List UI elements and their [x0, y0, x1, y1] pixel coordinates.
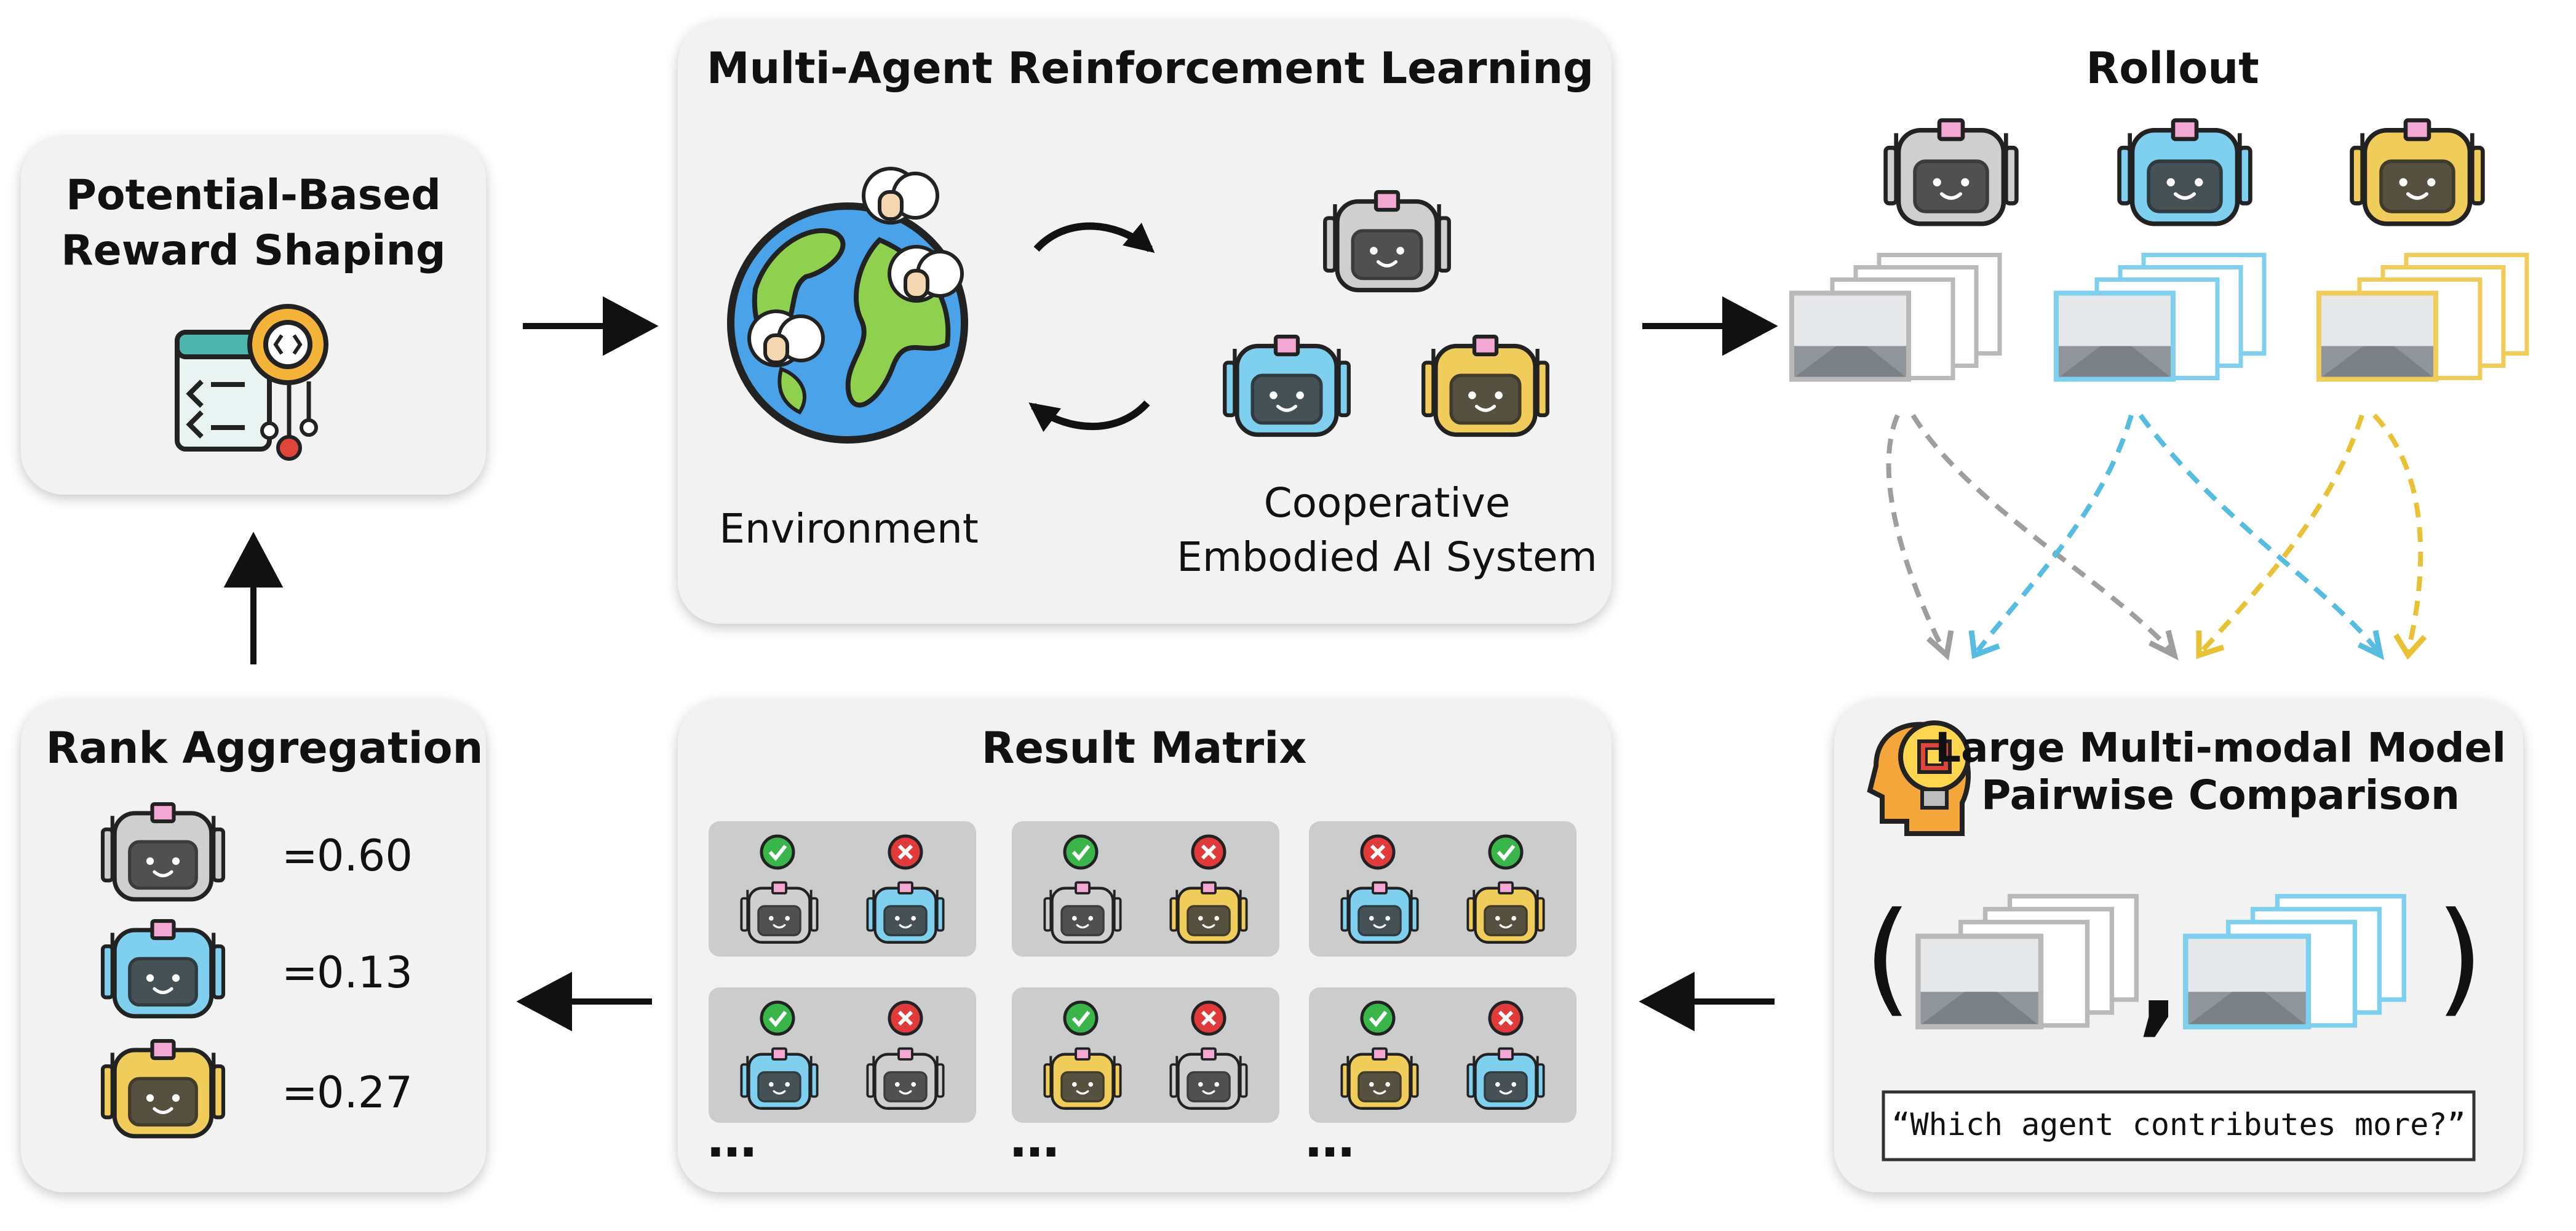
robot-head-icon: [1468, 882, 1543, 942]
flow-arrows: [223, 296, 1778, 1032]
cycle-arrow-bottom: [1028, 400, 1150, 432]
rank-equals: =: [282, 947, 318, 998]
robot-head-icon: [1342, 1048, 1417, 1108]
reward-shaping-panel: [21, 137, 486, 495]
matrix-ellipsis-3: …: [1305, 1111, 1354, 1168]
marl-title: Multi-Agent Reinforcement Learning: [707, 43, 1594, 94]
frame-stack-blue: [2056, 255, 2264, 380]
rank-row: =0.60: [103, 804, 413, 899]
rollout-dashed-arrows: [1886, 413, 2423, 653]
robot-head-icon: [1171, 1048, 1246, 1108]
cross-circle-icon: [1191, 834, 1226, 870]
robot-head-icon: [103, 804, 223, 899]
rank-value: 0.60: [317, 831, 413, 881]
rollout-arrowheads: [1926, 629, 2427, 661]
arrow-matrix-to-rank-head: [516, 971, 572, 1032]
paren-open: (: [1864, 886, 1912, 1029]
code-gear-icon: [175, 304, 328, 461]
cross-circle-icon: [1488, 1000, 1524, 1036]
robot-head-icon: [1171, 882, 1246, 942]
robot-head-icon: [867, 882, 943, 942]
arrow-reward-to-marl-head: [603, 296, 659, 356]
rollout-title: Rollout: [2086, 43, 2259, 94]
reward-shaping-title-line1: Potential-Based: [66, 171, 441, 220]
lmm-title-line2: Pairwise Comparison: [1981, 771, 2460, 819]
robot-head-blue-rollout: [2120, 121, 2251, 224]
robot-head-icon: [103, 921, 223, 1016]
cross-circle-icon: [888, 1000, 923, 1036]
frame-stack-gray: [1792, 255, 2000, 380]
robot-head-icon: [1342, 882, 1417, 942]
lmm-panel: [1834, 700, 2523, 1192]
matrix-cell: [1309, 821, 1576, 957]
check-circle-icon: [1488, 834, 1524, 870]
robot-head-gold-marl: [1423, 337, 1548, 434]
rank-aggregation-panel: [21, 700, 486, 1192]
check-circle-icon: [760, 834, 795, 870]
robot-head-icon: [1044, 1048, 1120, 1108]
prompt-box: [1882, 1090, 2476, 1161]
rank-row: =0.13: [103, 921, 413, 1016]
matrix-cell: [709, 987, 976, 1123]
check-circle-icon: [1063, 834, 1099, 870]
rank-value: 0.27: [317, 1067, 413, 1118]
check-circle-icon: [1360, 1000, 1396, 1036]
check-circle-icon: [1063, 1000, 1099, 1036]
globe-with-sheep-icon: [727, 167, 968, 444]
rank-row: =0.27: [103, 1041, 413, 1136]
robot-head-icon: [1468, 1048, 1543, 1108]
comma: ,: [2137, 919, 2179, 1048]
robot-head-icon: [1044, 882, 1120, 942]
rank-equals: =: [282, 831, 318, 881]
head-with-lightbulb-chip-icon: [1867, 720, 1971, 836]
rank-equals: =: [282, 1067, 318, 1118]
prompt-text: “Which agent contributes more?”: [1891, 1107, 2465, 1142]
robot-head-gray-rollout: [1886, 121, 2017, 224]
rank-value: 0.13: [317, 947, 413, 998]
arrow-rank-to-reward-head: [223, 532, 284, 588]
matrix-cell: [1309, 987, 1576, 1123]
matrix-ellipsis-1: …: [707, 1111, 757, 1168]
robot-head-icon: [867, 1048, 943, 1108]
robot-head-blue-marl: [1225, 337, 1349, 434]
cycle-arrow-top: [1033, 222, 1155, 253]
result-matrix-grid: [709, 821, 1576, 1123]
robot-head-gray-marl: [1325, 192, 1449, 290]
matrix-cell: [1012, 987, 1279, 1123]
rank-aggregation-title: Rank Aggregation: [46, 723, 483, 773]
arrow-lmm-to-matrix-head: [1639, 971, 1695, 1032]
robot-head-icon: [103, 1041, 223, 1136]
check-circle-icon: [760, 1000, 795, 1036]
arrow-marl-to-rollout-head: [1722, 296, 1778, 356]
matrix-cell: [709, 821, 976, 957]
paren-close: ): [2436, 886, 2484, 1029]
lmm-title-line1: Large Multi-modal Model: [1935, 724, 2506, 771]
cross-circle-icon: [888, 834, 923, 870]
system-label-line1: Cooperative: [1264, 479, 1511, 527]
cross-circle-icon: [1360, 834, 1396, 870]
matrix-ellipsis-2: …: [1010, 1111, 1059, 1168]
robot-head-icon: [741, 882, 817, 942]
robot-head-icon: [741, 1048, 817, 1108]
rank-rows: =0.60=0.13=0.27: [103, 804, 413, 1136]
system-label-line2: Embodied AI System: [1177, 533, 1597, 581]
matrix-cell: [1012, 821, 1279, 957]
marl-panel: [678, 21, 1612, 624]
result-matrix-title: Result Matrix: [982, 723, 1307, 773]
frame-stack-gold: [2319, 255, 2527, 380]
environment-label: Environment: [719, 505, 978, 552]
robot-head-gold-rollout: [2352, 121, 2483, 224]
reward-shaping-title-line2: Reward Shaping: [61, 226, 445, 275]
cross-circle-icon: [1191, 1000, 1226, 1036]
